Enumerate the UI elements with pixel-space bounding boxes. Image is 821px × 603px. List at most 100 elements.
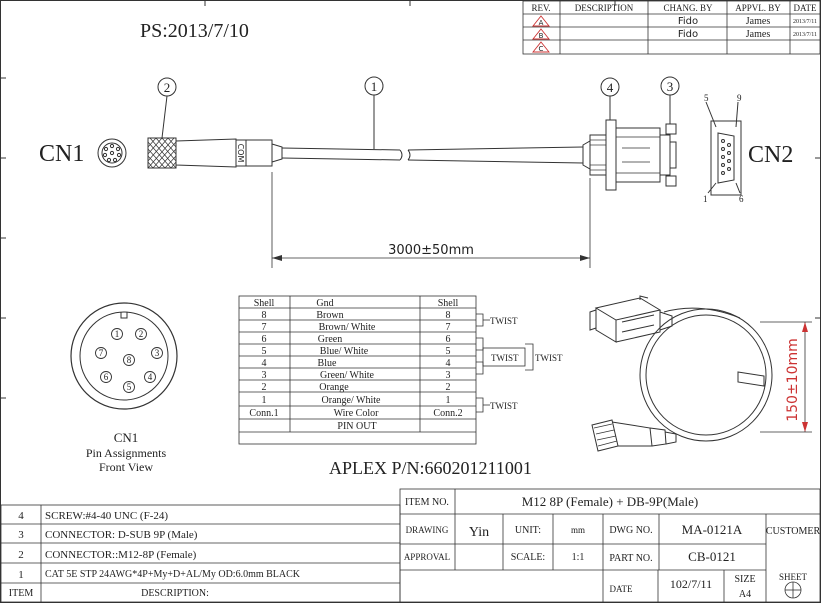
pin-row-conn1: 4	[262, 358, 267, 369]
pin-row-color: Orange/ White	[322, 395, 382, 406]
coil-m12-connector	[591, 419, 677, 452]
bom-item-desc: CAT 5E STP 24AWG*4P+My+D+AL/My OD:6.0mm …	[45, 569, 301, 580]
pin-6-label: 6	[104, 372, 109, 382]
revision-table: REV. DESCRIPTION CHANG. BY APPVL. BY DAT…	[522, 0, 821, 55]
twist-bracket-3	[476, 361, 484, 375]
pin-2-label: 2	[139, 329, 144, 339]
pin-row-conn1: 2	[262, 382, 267, 393]
bom-item-num: 3	[18, 529, 24, 541]
cable-break-left	[399, 149, 403, 161]
coiled-cable-view	[589, 295, 812, 452]
bom-header-desc: DESCRIPTION:	[141, 588, 209, 599]
cable-upper-right	[407, 146, 584, 151]
appvl-by-header: APPVL. BY	[735, 3, 781, 13]
bom-item-desc: SCREW:#4-40 UNC (F-24)	[45, 510, 168, 522]
pin-row-conn2: 5	[446, 346, 451, 357]
pin-view-caption-2: Front View	[99, 460, 153, 474]
pin-3-label: 3	[155, 348, 160, 358]
cable-upper-left	[281, 147, 401, 151]
pin-assignment-view	[70, 302, 178, 410]
db9-boot	[589, 134, 607, 176]
pin-3-circle	[151, 347, 163, 359]
pin-table-footer-mid: Wire Color	[334, 408, 380, 419]
drawing-value: Yin	[469, 525, 489, 540]
ps-date-label: PS:2013/7/10	[140, 20, 249, 42]
part-no-label: PART NO.	[609, 553, 652, 564]
pin-row-conn2: 8	[446, 310, 451, 321]
db9-shell	[659, 134, 671, 176]
db9-face-outline	[710, 120, 742, 196]
callout-4-label: 4	[607, 80, 614, 95]
pin-5-circle	[123, 381, 135, 393]
cable-coil-tail	[663, 307, 741, 319]
pin-8-label: 8	[127, 355, 132, 365]
pin-row-conn1: 1	[262, 395, 267, 406]
coil-db9-connector	[589, 295, 673, 343]
pin-table-header-left: Shell	[254, 298, 275, 309]
m12-strain-relief	[271, 143, 283, 163]
cable-assembly-view	[97, 76, 742, 268]
db9-hood	[615, 127, 661, 183]
pin-row-conn2: 4	[446, 358, 451, 369]
title-block: ITEM NO. M12 8P (Female) + DB-9P(Male) D…	[399, 488, 821, 603]
pin-row-conn1: 7	[262, 322, 267, 333]
m12-body	[175, 138, 237, 168]
item-no-label: ITEM NO.	[405, 497, 449, 508]
cable-lower-right	[407, 159, 584, 164]
pin-row-conn1: 5	[262, 346, 267, 357]
m12-mark-text: COM	[236, 144, 245, 163]
bom-header-item: ITEM	[9, 588, 34, 599]
drawing-label: DRAWING	[406, 525, 449, 535]
sheet-label: SHEET	[779, 572, 808, 582]
length-dimension-text: 3000±50mm	[388, 243, 474, 258]
size-value: A4	[739, 589, 751, 600]
pin-row-conn1: 3	[262, 370, 267, 381]
cn1-label: CN1	[39, 141, 84, 167]
db9-pin-5-label: 5	[704, 93, 709, 103]
bom-item-desc: CONNECTOR::M12-8P (Female)	[45, 549, 197, 561]
rev-c-mark: C	[539, 45, 544, 53]
rev-b-appvl-by: James	[746, 29, 771, 40]
db9-hood-left	[605, 119, 617, 191]
date-header: DATE	[794, 3, 817, 13]
cn1-front-inner	[79, 311, 169, 401]
rev-a-appvl-by: James	[746, 16, 771, 27]
unit-label: UNIT:	[515, 525, 541, 536]
rev-b-date: 2013/7/11	[793, 32, 817, 38]
db9-screw-top	[665, 123, 677, 135]
pin-7-circle	[95, 347, 107, 359]
m12-overmold	[235, 139, 273, 167]
twist-label-3: TWIST	[535, 353, 563, 363]
pin-table-header-right: Shell	[438, 298, 459, 309]
twist-label-2: TWIST	[491, 353, 519, 363]
m12-knurl-pattern	[147, 137, 177, 169]
twist-bracket-2	[476, 337, 484, 351]
pin-1-circle	[111, 328, 123, 340]
customer-label: CUSTOMER	[766, 526, 821, 537]
bom-item-num: 4	[18, 510, 24, 522]
cable-coil-inner	[645, 314, 767, 436]
bom-item-num: 2	[18, 549, 24, 561]
pin-view-title: CN1	[114, 430, 139, 445]
pin-row-conn2: 7	[446, 322, 451, 333]
cable-lower-left	[281, 157, 401, 161]
pin-table-footer-left: Conn.1	[249, 408, 278, 419]
part-number-label: APLEX P/N:660201211001	[329, 458, 532, 478]
pin-4-label: 4	[148, 372, 153, 382]
pin-8-circle	[123, 354, 135, 366]
cn1-face-pins	[102, 143, 122, 163]
bom-item-num: 1	[18, 569, 24, 581]
item-no-value: M12 8P (Female) + DB-9P(Male)	[522, 494, 699, 509]
pin-1-label: 1	[115, 329, 120, 339]
db9-pin-9-label: 9	[737, 93, 742, 103]
db9-screw-bottom	[665, 175, 677, 187]
unit-value: mm	[571, 525, 585, 535]
rev-a-mark: A	[539, 19, 544, 27]
db9-strain-relief	[582, 140, 591, 170]
callout-3-label: 3	[667, 79, 674, 94]
pin-row-color: Brown	[316, 310, 343, 321]
size-label: SIZE	[734, 574, 755, 585]
cable-break-right	[407, 149, 411, 161]
pin-6-circle	[100, 371, 112, 383]
